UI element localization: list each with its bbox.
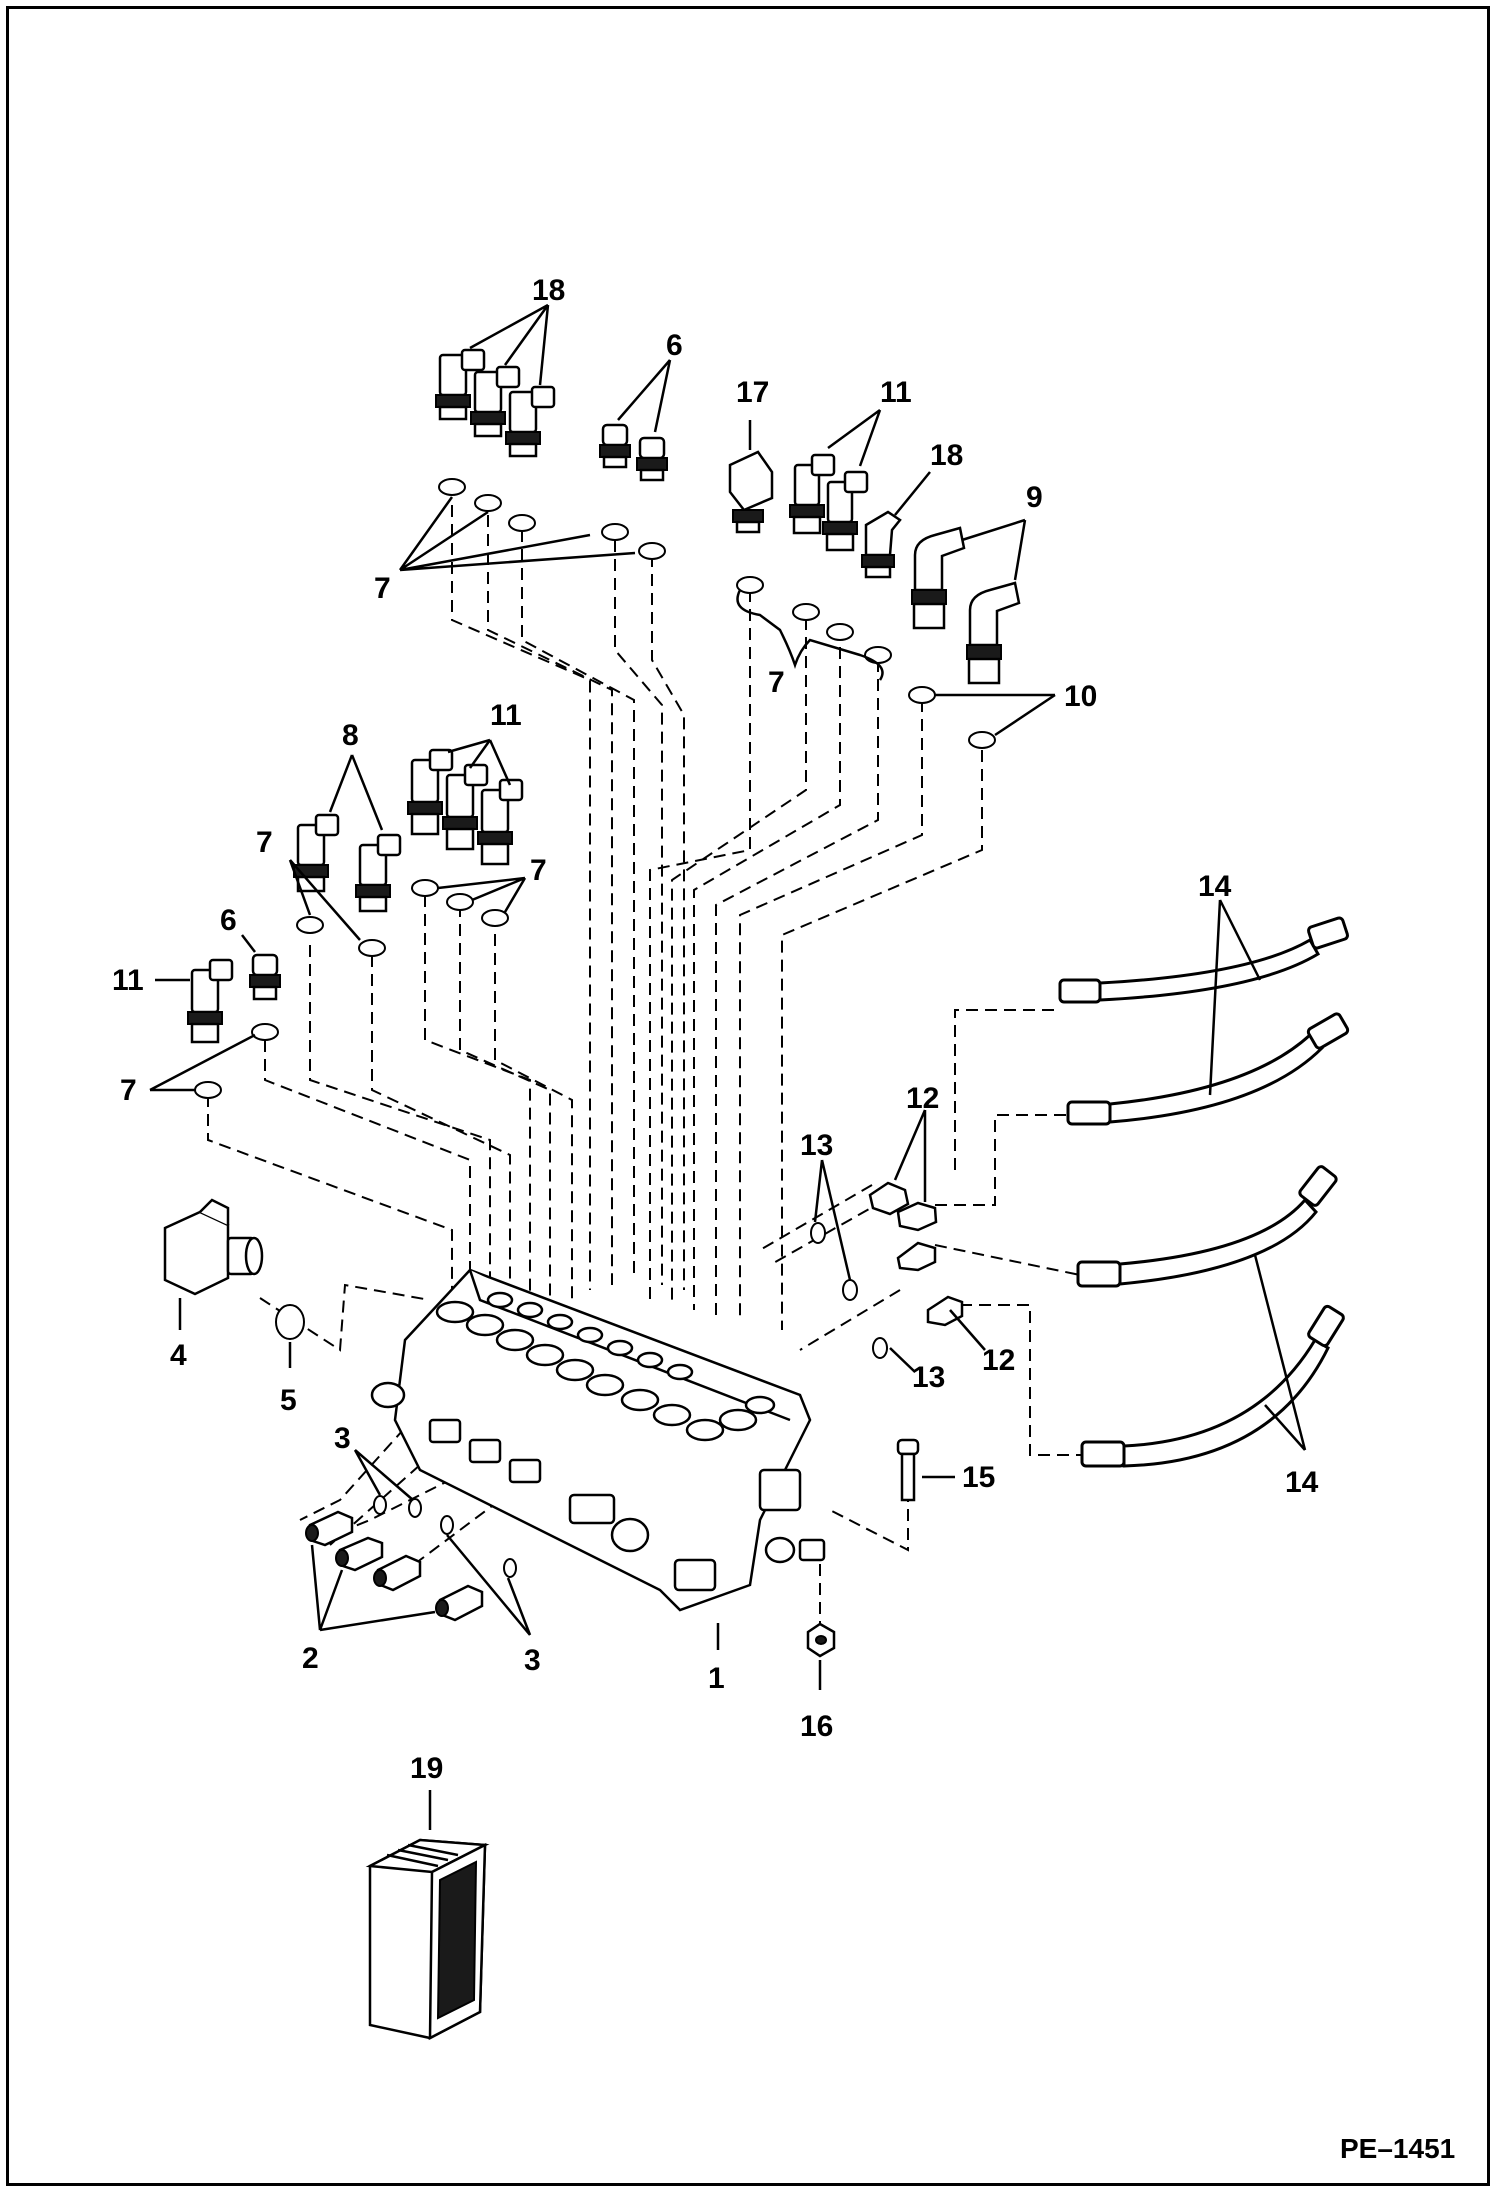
callout-15: 15 — [962, 1461, 995, 1494]
straight-fitting-group-2 — [305, 1510, 484, 1622]
callout-11: 11 — [880, 376, 912, 409]
callout-8: 8 — [342, 719, 359, 752]
callout-19: 19 — [410, 1752, 443, 1785]
hydraulic-hose — [1066, 1012, 1350, 1126]
hydraulic-hose — [1080, 1304, 1345, 1468]
hydraulic-hose-group-14 — [1058, 916, 1350, 1468]
elbow-fitting — [470, 365, 521, 438]
callout-17: 17 — [736, 376, 769, 409]
callout-6: 6 — [220, 904, 237, 937]
hydraulic-hose — [1076, 1165, 1338, 1288]
callout-7: 7 — [374, 572, 391, 605]
straight-fitting-group-6-top — [599, 423, 668, 482]
callout-14: 14 — [1198, 870, 1232, 903]
elbow-fitting-group-11-middle — [407, 748, 524, 866]
callout-3: 3 — [524, 1644, 541, 1677]
callout-16: 16 — [800, 1710, 833, 1743]
callout-13: 13 — [912, 1361, 945, 1394]
elbow-fitting — [435, 348, 486, 421]
adapter-fitting-group-12 — [868, 1181, 964, 1327]
o-ring-group-13 — [810, 1222, 888, 1359]
callout-18: 18 — [532, 274, 565, 307]
callout-9: 9 — [1026, 481, 1043, 514]
valve-end-caps — [370, 1381, 826, 1592]
o-ring-group-7-top-right — [736, 576, 892, 664]
callout-7: 7 — [256, 826, 273, 859]
diagram-border — [6, 6, 1490, 2186]
callout-leader-lines — [149, 303, 1307, 1830]
callout-12: 12 — [982, 1344, 1015, 1377]
tee-adapter-4 — [163, 1198, 264, 1296]
callout-labels: 18 6 17 11 18 9 7 7 10 11 8 7 7 6 14 11 … — [112, 274, 1319, 1785]
elbow-fitting-group-11-top — [789, 453, 869, 552]
callout-2: 2 — [302, 1642, 319, 1675]
elbow-fitting — [505, 385, 556, 458]
o-ring-group-7-top-left — [438, 478, 666, 560]
elbow-fitting-group-18-top — [435, 348, 556, 458]
o-ring-group-7-left — [194, 1023, 279, 1099]
callout-11: 11 — [490, 699, 522, 732]
straight-fitting-6-left — [249, 953, 281, 1001]
hydraulic-hose — [1058, 916, 1349, 1004]
figure-code: PE–1451 — [1340, 2133, 1455, 2164]
callout-7: 7 — [768, 666, 785, 699]
kit-box-19 — [365, 1838, 490, 2041]
callout-11: 11 — [112, 964, 144, 997]
callout-13: 13 — [800, 1129, 833, 1162]
main-control-valve-1 — [370, 1268, 826, 1612]
callout-14: 14 — [1285, 1466, 1319, 1499]
elbow-fitting-11-left — [187, 958, 234, 1044]
valve-spool-sections — [435, 1291, 776, 1442]
elbow-fitting-18-top-right — [861, 510, 902, 579]
callout-3: 3 — [334, 1422, 351, 1455]
callout-7: 7 — [120, 1074, 137, 1107]
callout-18: 18 — [930, 439, 963, 472]
nut-16 — [806, 1622, 836, 1658]
o-ring-group-7-middle — [296, 879, 509, 957]
callout-10: 10 — [1064, 680, 1097, 713]
o-ring-5 — [275, 1304, 305, 1340]
callout-1: 1 — [708, 1662, 725, 1695]
bolt-15 — [896, 1438, 920, 1502]
pressure-switch-17 — [728, 450, 774, 534]
callout-4: 4 — [170, 1339, 187, 1372]
callout-6: 6 — [666, 329, 683, 362]
callout-7: 7 — [530, 854, 547, 887]
o-ring-group-3 — [373, 1495, 517, 1578]
elbow-fitting-group-8 — [293, 813, 402, 913]
o-ring-group-10 — [908, 686, 996, 749]
swivel-elbow-group-9 — [911, 526, 1021, 685]
callout-12: 12 — [906, 1082, 939, 1115]
callout-5: 5 — [280, 1384, 297, 1417]
bracket-brace — [736, 589, 884, 681]
